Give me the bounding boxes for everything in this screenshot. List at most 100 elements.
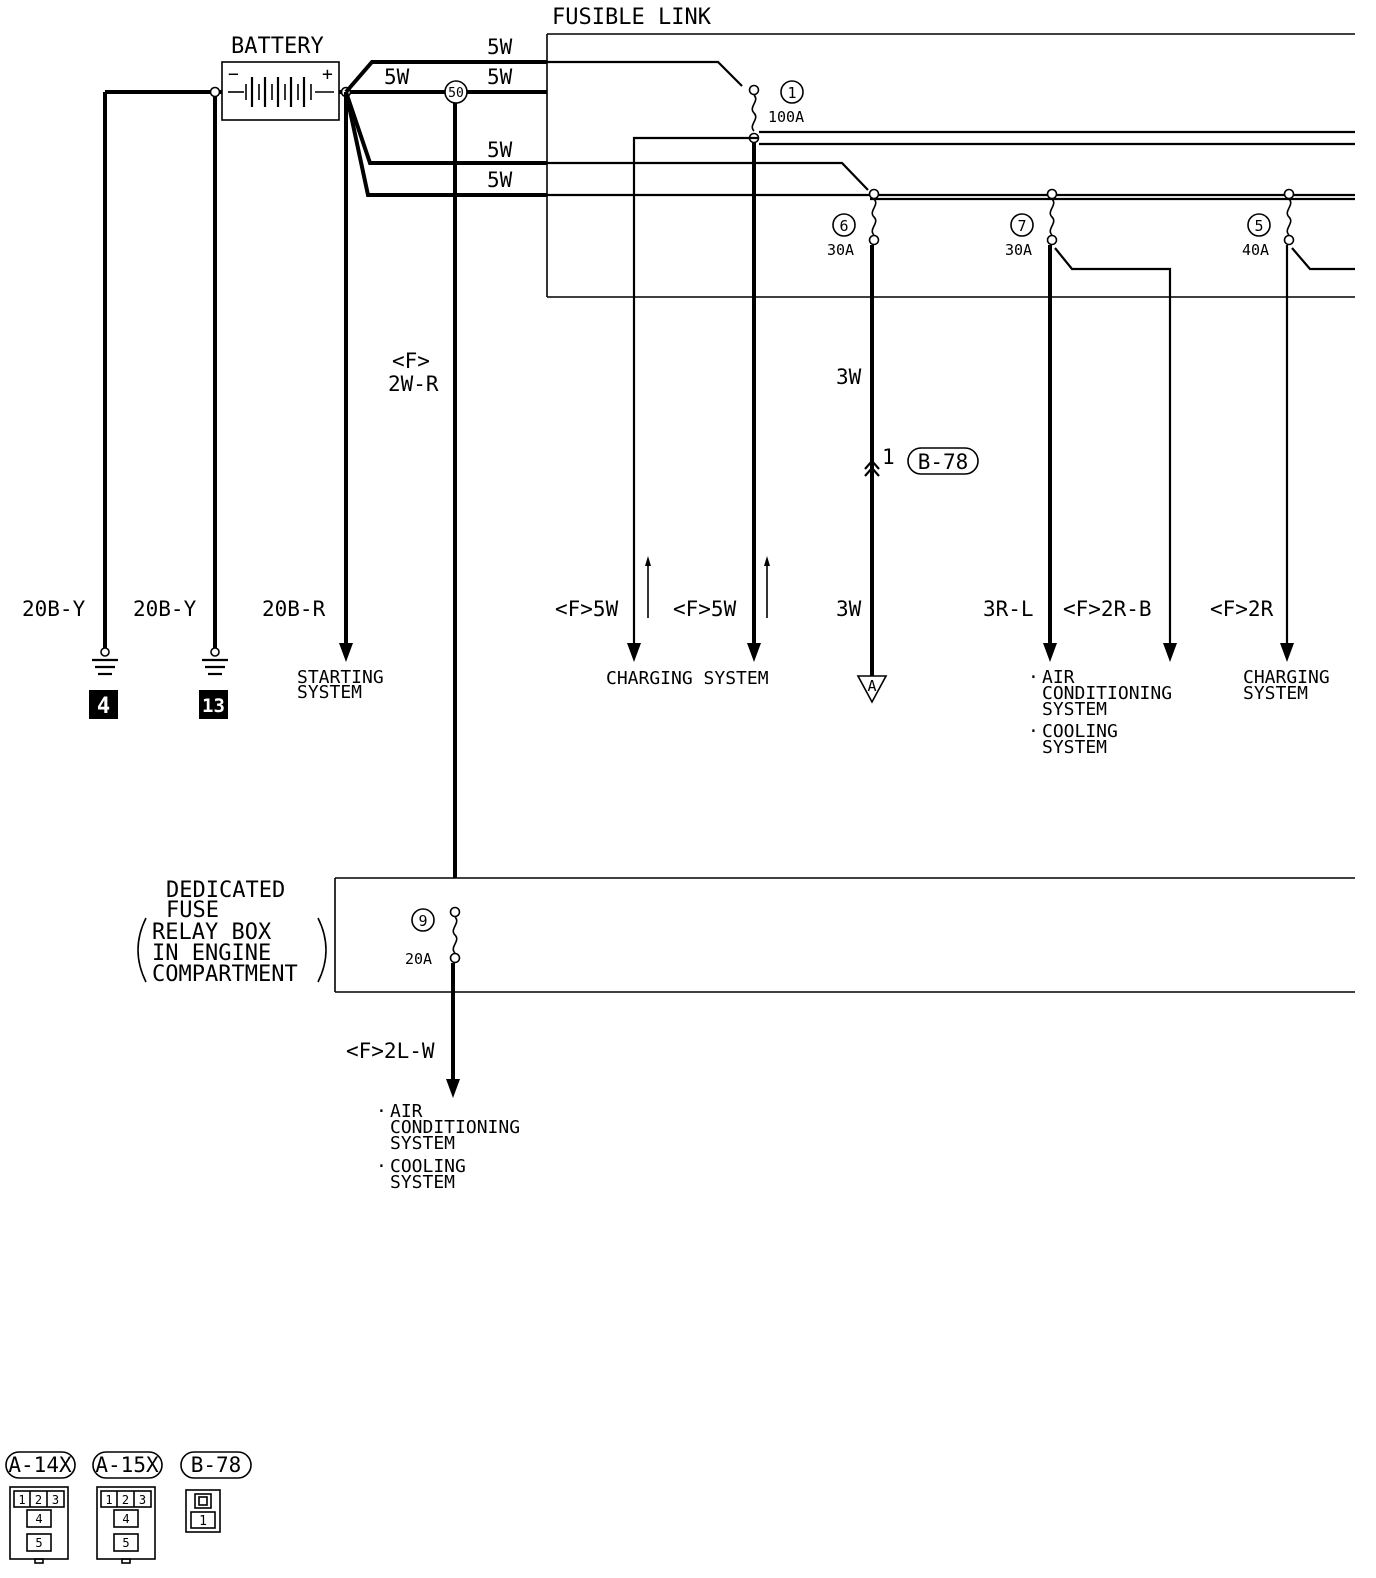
dest-cooling2-line2: SYSTEM [390, 1172, 455, 1193]
relay-box-line4: IN ENGINE [152, 941, 271, 966]
connector-a-label: A [867, 677, 876, 695]
dest-ac-line3: SYSTEM [1042, 699, 1107, 720]
fuse-9-20a: 9 20A <F>2L-W · AIR CONDITIONING SYSTEM … [346, 906, 520, 1193]
dest-starting-line2: SYSTEM [297, 682, 362, 703]
wire-label-5w-top: 5W [487, 35, 513, 59]
wire-label-f-2w-r-b: 2W-R [388, 372, 439, 396]
connector-a14x-name: A-14X [8, 1453, 72, 1477]
battery-cells-icon [245, 77, 312, 107]
dest-cooling2-bullet: · [376, 1156, 387, 1177]
dest-ac-bullet: · [1028, 667, 1039, 688]
wire-label-20b-y-1: 20B-Y [22, 597, 86, 621]
wire-label-3w-upper: 3W [836, 365, 862, 389]
relay-box-line2: FUSE [166, 898, 219, 923]
fuse-1-100a: 1 100A [632, 80, 1355, 646]
dest-ac-line1: AIR [1042, 667, 1075, 688]
dest-cooling-line2: SYSTEM [1042, 737, 1107, 758]
connector-a15x-pin2: 2 [122, 1493, 129, 1507]
connector-a14x-pin1: 1 [18, 1493, 25, 1507]
ground-icon [92, 647, 118, 676]
connector-a14x: A-14X 1 2 3 4 5 [5, 1451, 76, 1564]
splice-50: 50 <F> 2W-R [388, 80, 468, 878]
dest-ac2-line1: AIR [390, 1101, 423, 1122]
wire-label-3w-lower: 3W [836, 597, 862, 621]
fuse-5-40a: 5 40A <F>2R CHARGING SYSTEM [1210, 188, 1355, 704]
wire-label-f-2r-b: <F>2R-B [1063, 597, 1152, 621]
relay-box-line1: DEDICATED [166, 878, 285, 903]
fuse-5-number: 5 [1254, 217, 1263, 235]
connector-b78-pin1: 1 [199, 1514, 207, 1529]
dest-ac2-line2: CONDITIONING [390, 1117, 520, 1138]
fuse-1-number: 1 [787, 84, 796, 102]
fuse-1-rating: 100A [768, 108, 804, 126]
battery: BATTERY − + [221, 34, 340, 121]
connector-a14x-pin2: 2 [35, 1493, 42, 1507]
connector-a15x-pin1: 1 [105, 1493, 112, 1507]
ground-point-4-badge: 4 [89, 690, 118, 719]
wire-label-20b-r: 20B-R [262, 597, 326, 621]
dest-ac-line2: CONDITIONING [1042, 683, 1172, 704]
current-arrow-icon [764, 556, 770, 618]
charging-system-branch: <F>5W <F>5W CHARGING SYSTEM [555, 556, 770, 689]
fuse-6-30a: 6 30A 3W 1 B-78 3W A [827, 188, 979, 704]
fusible-link-box: FUSIBLE LINK [546, 5, 1355, 298]
connector-pin-number: 1 [882, 445, 895, 469]
current-arrow-icon [645, 556, 651, 618]
wire-label-20b-y-2: 20B-Y [133, 597, 197, 621]
battery-positive-sign: + [322, 64, 333, 85]
fuse-6-rating: 30A [827, 241, 854, 259]
fuse-5-rating: 40A [1242, 241, 1269, 259]
battery-label: BATTERY [231, 34, 324, 59]
wire-label-f-2w-r-a: <F> [392, 349, 430, 373]
wire-label-f-2r: <F>2R [1210, 597, 1274, 621]
relay-box-line5: COMPARTMENT [152, 962, 298, 987]
dedicated-fuse-relay-box: DEDICATED FUSE RELAY BOX IN ENGINE COMPA… [137, 877, 1355, 993]
dest-starting-line1: STARTING [297, 667, 384, 688]
fuse-7-rating: 30A [1005, 241, 1032, 259]
fuse-7-number: 7 [1017, 217, 1026, 235]
ground-wiring: 20B-Y 20B-Y 4 13 [22, 86, 228, 719]
ground-point-4-number: 4 [97, 694, 110, 719]
ground-point-13-badge: 13 [199, 690, 228, 719]
dest-charging-system: CHARGING SYSTEM [606, 668, 769, 689]
connector-a15x-pin3: 3 [139, 1493, 146, 1507]
positive-wiring: 20B-R STARTING SYSTEM 5W 5W 5W 5W 5W [262, 35, 1355, 703]
battery-negative-sign: − [228, 64, 239, 85]
wire-label-5w-mid-b: 5W [487, 168, 513, 192]
dest-charging2-line1: CHARGING [1243, 667, 1330, 688]
connector-b78: B-78 1 [180, 1451, 252, 1533]
connector-a15x-name: A-15X [95, 1453, 159, 1477]
wire-label-3r-l: 3R-L [983, 597, 1034, 621]
dest-charging2-line2: SYSTEM [1243, 683, 1308, 704]
dest-ac2-bullet: · [376, 1101, 387, 1122]
ground-icon [202, 647, 228, 676]
connector-a14x-pin4: 4 [35, 1512, 42, 1526]
fuse-9-rating: 20A [405, 950, 432, 968]
wire-label-5w-mid-a: 5W [487, 138, 513, 162]
wire-label-5w-right: 5W [487, 65, 513, 89]
connector-name: B-78 [918, 450, 969, 474]
wire-label-f-2l-w: <F>2L-W [346, 1039, 435, 1063]
wire-label-f-5w-2: <F>5W [673, 597, 737, 621]
dest-cooling-bullet: · [1028, 721, 1039, 742]
dest-ac2-line3: SYSTEM [390, 1133, 455, 1154]
ground-point-13-number: 13 [202, 695, 225, 717]
fuse-6-number: 6 [839, 217, 848, 235]
connector-a14x-pin5: 5 [35, 1536, 42, 1550]
connector-b78-name: B-78 [191, 1453, 242, 1477]
fuse-7-30a: 7 30A 3R-L <F>2R-B · AIR CONDITIONING SY… [983, 188, 1177, 758]
relay-box-line3: RELAY BOX [152, 920, 272, 945]
connector-a15x-pin4: 4 [122, 1512, 129, 1526]
connector-legend: A-14X 1 2 3 4 5 A-15X 1 2 3 4 [5, 1451, 252, 1564]
fuse-9-number: 9 [418, 912, 427, 930]
dest-cooling-line1: COOLING [1042, 721, 1118, 742]
fusible-link-title: FUSIBLE LINK [552, 5, 712, 30]
connector-a14x-pin3: 3 [52, 1493, 59, 1507]
connector-a15x: A-15X 1 2 3 4 5 [92, 1451, 163, 1564]
wire-label-5w-left: 5W [384, 65, 410, 89]
dest-cooling2-line1: COOLING [390, 1156, 466, 1177]
connector-a15x-pin5: 5 [122, 1536, 129, 1550]
wire-label-f-5w-1: <F>5W [555, 597, 619, 621]
splice-number: 50 [448, 86, 464, 101]
